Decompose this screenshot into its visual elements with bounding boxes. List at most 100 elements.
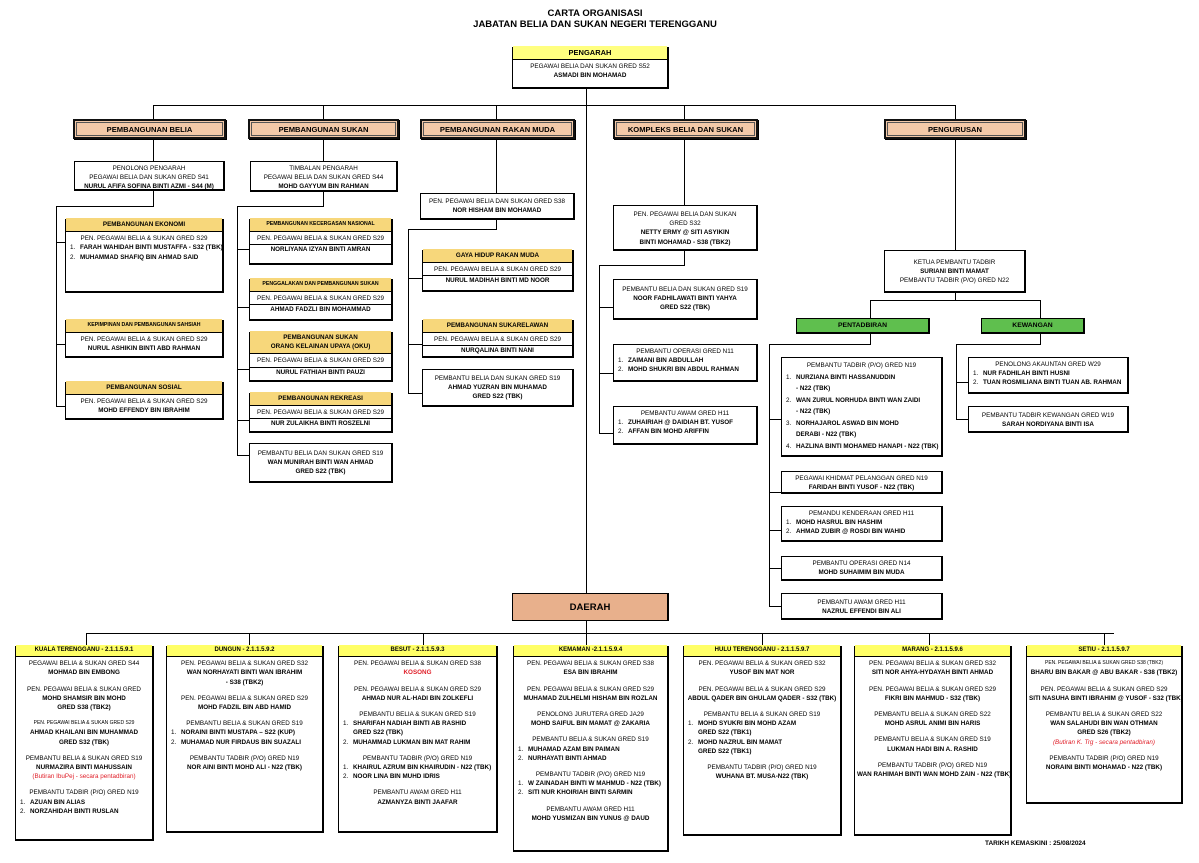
- entry-text: PEGAWAI BELIA & SUKAN GRED S44: [28, 660, 140, 668]
- entry-text: PEMBANTU TADBIR KEWANGAN GRED W19: [981, 412, 1115, 419]
- entry-line: MOHD GAYYUM BIN RAHMAN: [253, 182, 394, 191]
- entry-line: NURUL FATHIAH BINTI PAUZI: [252, 368, 389, 377]
- entry-line: SITI NASUHA BINTI IBRAHIM @ YUSOF - S32 …: [1029, 694, 1183, 703]
- entry-line: PEMBANTU BELIA & SUKAN GRED S19: [857, 735, 1008, 744]
- entry-text: MOHD GAYYUM BIN RAHMAN: [278, 183, 369, 191]
- entry-line: (Butiran K. Trg - secara pentadbiran): [1029, 738, 1179, 747]
- list-number: 2.: [518, 789, 524, 797]
- box-header: BESUT - 2.1.1.5.9.3: [339, 645, 496, 658]
- entry-line: 1.ZAIMANI BIN ABDULLAH: [616, 356, 754, 365]
- connector: [56, 206, 154, 207]
- entry-text: PEN. PEGAWAI BELIA DAN SUKAN GRED S38: [428, 198, 565, 205]
- entry-line: WAN NORHAYATI BINTI WAN IBRAHIM: [169, 668, 320, 677]
- entry-text: NORAINI BINTI MUSTAPA – S22 (KUP): [181, 729, 295, 737]
- entry-line: WAN RAHIMAH BINTI WAN MOHD ZAIN - N22 (T…: [857, 770, 1011, 779]
- list-number: 2.: [171, 738, 177, 746]
- entry-text: GRED S22 (TBK): [353, 729, 404, 737]
- entry-line: PEN. PEGAWAI BELIA & SUKAN GRED S38 (TBK…: [1029, 659, 1179, 668]
- entry-line: FIKRI BIN MAHMUD - S32 (TBK): [857, 694, 1008, 703]
- entry-text: GRED S32: [669, 220, 701, 228]
- unit-box: PEMBANGUNAN SUKAN ORANG KELAINAN UPAYA (…: [249, 331, 393, 382]
- entry-text: NUR FADHILAH BINTI HUSNI: [983, 370, 1070, 378]
- entry-text: NURHAYATI BINTI AHMAD: [528, 754, 607, 762]
- connector: [56, 242, 65, 243]
- box-header: GAYA HIDUP RAKAN MUDA: [423, 249, 572, 264]
- entry-text: SITI NASUHA BINTI IBRAHIM @ YUSOF - S32 …: [1029, 694, 1183, 702]
- entry-line: MOHD YUSMIZAN BIN YUNUS @ DAUD: [516, 814, 665, 823]
- list-number: 2.: [343, 773, 349, 781]
- entry-text: NOR HISHAM BIN MOHAMAD: [452, 207, 542, 215]
- entry-text: HAZLINA BINTI MOHAMED HANAPI - N22 (TBK): [796, 442, 939, 450]
- entry-line: MOHD SUHAIMIM BIN MUDA: [784, 568, 939, 577]
- entry-line: NETTY ERMY @ SITI ASYIKIN: [616, 228, 754, 237]
- entry-line: PEN. PEGAWAI BELIA & SUKAN GRED S29: [1029, 685, 1179, 694]
- connector: [870, 300, 1041, 301]
- box-header: PEMBANGUNAN SOSIAL: [66, 381, 222, 396]
- entry-line: PEMBANTU BELIA & SUKAN GRED S19: [18, 754, 150, 763]
- entry-text: GRED S22 (TBK1): [698, 729, 752, 737]
- entry-line: NOR HISHAM BIN MOHAMAD: [423, 206, 571, 215]
- entry-text: KETUA PEMBANTU TADBIR: [913, 259, 996, 266]
- entry-text: ASMADI BIN MOHAMAD: [553, 72, 627, 80]
- list-number: 2.: [786, 396, 792, 404]
- entry-line: PEMBANTU AWAM GRED H11: [784, 598, 939, 607]
- entry-text: GRED S22 (TBK): [295, 468, 346, 476]
- entry-line: PEN. PEGAWAI BELIA & SUKAN GRED S29: [68, 397, 220, 406]
- entry-text: MOHD FADZIL BIN ABD HAMID: [197, 704, 292, 712]
- entry-line: NURMAZIRA BINTI MAHUSSAIN: [18, 763, 150, 772]
- entry-text: PEN. PEGAWAI BELIA & SUKAN GRED S38: [354, 660, 481, 668]
- entry-line: WAN SALAHUDI BIN WAN OTHMAN: [1029, 719, 1179, 728]
- entry-line: KETUA PEMBANTU TADBIR: [887, 258, 1022, 267]
- entry-text: WAN MUNIRAH BINTI WAN AHMAD: [267, 459, 374, 467]
- list-number: 1.: [343, 720, 349, 728]
- connector: [153, 105, 154, 119]
- entry-text: PEMBANTU BELIA & SUKAN GRED S19: [359, 711, 476, 719]
- entry-text: PENOLONG JURUTERA GRED JA29: [537, 711, 644, 719]
- entry-line: PEMBANTU TADBIR (P/O) GRED N19: [784, 360, 939, 372]
- entry-text: GRED S32 (TBK): [58, 738, 110, 746]
- entry-line: GRED S22 (TBK): [616, 303, 754, 312]
- entry-line: AHMAD FADZLI BIN MOHAMMAD: [252, 305, 389, 314]
- entry-line: AZMANYZA BINTI JAAFAR: [341, 798, 494, 807]
- chart-subtitle: JABATAN BELIA DAN SUKAN NEGERI TERENGGAN…: [473, 19, 717, 30]
- list-number: 1.: [70, 244, 76, 252]
- entry-text: AHMAD YUZRAN BIN MUHAMAD: [448, 384, 547, 392]
- connector: [56, 406, 65, 407]
- entry-text: PEN. PEGAWAI BELIA & SUKAN GRED S29: [181, 694, 308, 702]
- entry-line: PEN. PEGAWAI BELIA & SUKAN GRED S29: [686, 685, 838, 694]
- entry-text: MOHD SUHAIMIM BIN MUDA: [818, 569, 905, 577]
- entry-text: (Butiran K. Trg - secara pentadbiran): [1052, 738, 1156, 746]
- entry-text: NURUL FATHIAH BINTI PAUZI: [276, 368, 365, 376]
- entry-line: PEMBANTU OPERASI GRED N11: [616, 347, 754, 356]
- entry-line: 2.NURHAYATI BINTI AHMAD: [516, 754, 665, 763]
- connector: [684, 105, 685, 205]
- entry-line: PEN. PEGAWAI BELIA & SUKAN GRED S32: [169, 659, 320, 668]
- box-header: PEMBANGUNAN KECERGASAN NASIONAL: [250, 218, 391, 233]
- connector: [496, 220, 497, 230]
- entry-text: PEMBANTU BELIA & SUKAN GRED S19: [186, 720, 303, 728]
- connector: [956, 344, 1041, 345]
- entry-text: MUHAMAD AZAM BIN PAIMAN: [528, 745, 620, 753]
- entry-text: PEMBANTU TADBIR (P/O) GRED N19: [877, 761, 988, 769]
- entry-text: PEMBANTU BELIA DAN SUKAN GRED S19: [434, 375, 561, 382]
- entry-text: TIMBALAN PENGARAH: [289, 165, 358, 172]
- entry-text: ZUHAIRIAH @ DAIDIAH BT. YUSOF: [628, 419, 734, 427]
- entry-line: PEMBANTU AWAM GRED H11: [516, 805, 665, 814]
- box-header: MARANG - 2.1.1.5.9.6: [855, 645, 1010, 658]
- connector: [955, 105, 956, 250]
- section-pengurusan: PENGURUSAN: [884, 119, 1026, 139]
- entry-text: PEMBANTU OPERASI GRED N11: [636, 348, 734, 355]
- entry-text: NUR ZULAIKHA BINTI ROSZELNI: [270, 420, 371, 428]
- connector: [408, 393, 422, 394]
- entry-text: AZUAN BIN ALIAS: [30, 798, 86, 806]
- box-header: SETIU - 2.1.1.5.9.7: [1027, 645, 1181, 658]
- entry-text: PEN. PEGAWAI BELIA & SUKAN GRED S29: [80, 398, 208, 406]
- entry-line: PEMBANTU BELIA DAN SUKAN GRED S19: [425, 374, 570, 383]
